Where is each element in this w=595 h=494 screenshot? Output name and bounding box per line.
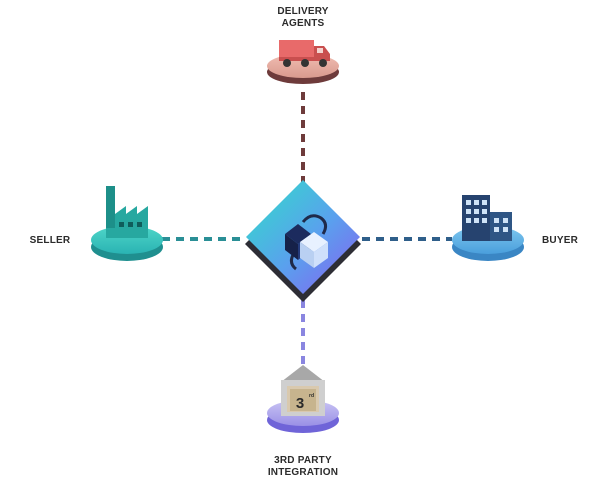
office-building-icon — [462, 195, 512, 241]
third-party-label-line1: 3RD PARTY — [274, 455, 332, 466]
delivery-truck-icon — [279, 40, 330, 67]
third-party-label: 3RD PARTY INTEGRATION — [248, 455, 358, 479]
seller-node — [91, 186, 163, 261]
seller-label-text: SELLER — [29, 235, 71, 246]
seller-label: SELLER — [20, 235, 80, 247]
buyer-label-text: BUYER — [541, 235, 578, 246]
buyer-label: BUYER — [530, 235, 590, 247]
delivery-agents-node — [267, 40, 339, 84]
factory-icon — [106, 186, 148, 238]
delivery-agents-label-line2: AGENTS — [281, 18, 325, 29]
blockchain-chain-cube-icon — [285, 214, 328, 271]
warehouse-badge-superscript: rd — [309, 393, 314, 399]
buyer-node — [452, 195, 524, 261]
blockchain-hub — [245, 180, 361, 302]
delivery-agents-label-line1: DELIVERY — [277, 6, 329, 17]
warehouse-badge-number: 3 — [296, 395, 304, 412]
delivery-agents-label: DELIVERY AGENTS — [258, 6, 348, 30]
third-party-node: 3 rd — [267, 365, 339, 433]
warehouse-icon: 3 rd — [281, 365, 325, 416]
third-party-label-line2: INTEGRATION — [267, 467, 339, 478]
